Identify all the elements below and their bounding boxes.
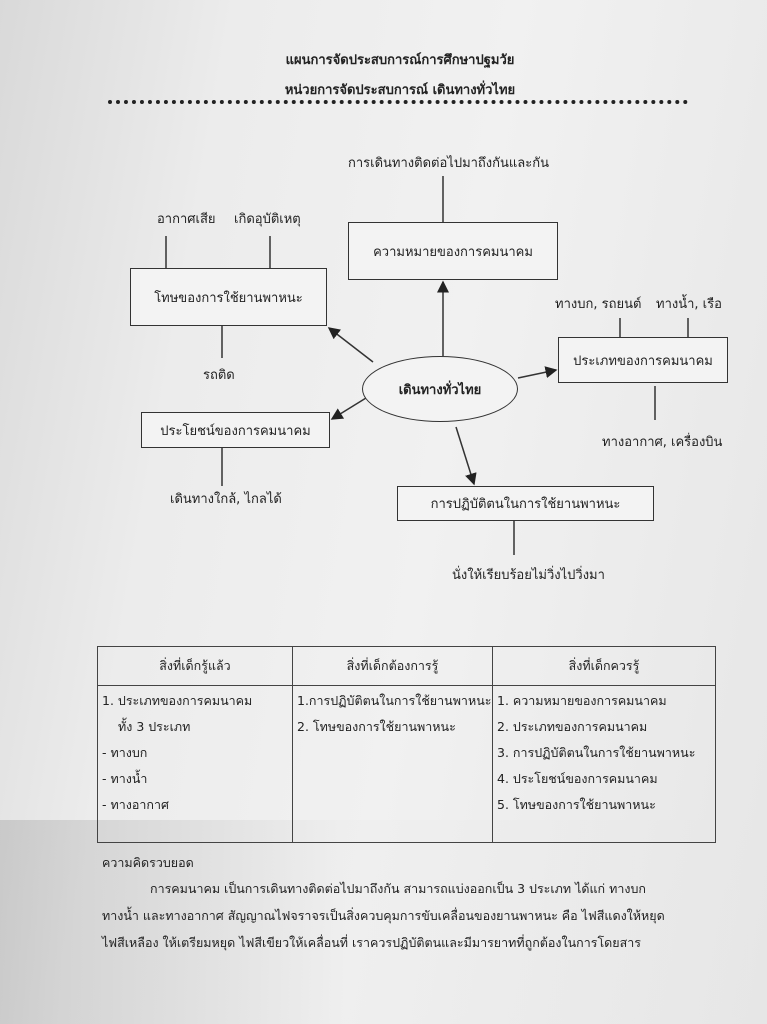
list-item: ทั้ง 3 ประเภท: [118, 719, 191, 734]
header-should-know: สิ่งที่เด็กควรรู้: [492, 646, 716, 686]
list-item: 1. ประเภทของการคมนาคม: [102, 693, 253, 708]
header-want-to-know: สิ่งที่เด็กต้องการรู้: [292, 646, 493, 686]
harm-detail-accident: เกิดอุบัติเหตุ: [234, 212, 301, 227]
conclusion-line: ไฟสีเหลือง ให้เตรียมหยุด ไฟสีเขียวให้เคล…: [102, 935, 641, 950]
dotted-divider: [108, 100, 688, 104]
conclusion-line: ทางน้ำ และทางอากาศ สัญญาณไฟจราจรเป็นสิ่ง…: [102, 908, 665, 923]
knowledge-table: สิ่งที่เด็กรู้แล้ว สิ่งที่เด็กต้องการรู้…: [97, 646, 716, 843]
list-item: - ทางอากาศ: [102, 797, 169, 812]
meaning-box: ความหมายของการคมนาคม: [348, 222, 558, 280]
harm-box: โทษของการใช้ยานพาหนะ: [130, 268, 327, 326]
conclusion-line: การคมนาคม เป็นการเดินทางติดต่อไปมาถึงกัน…: [150, 881, 646, 896]
list-item: 1. ความหมายของการคมนาคม: [497, 693, 667, 708]
document-title: แผนการจัดประสบการณ์การศึกษาปฐมวัย: [285, 53, 515, 68]
header-known: สิ่งที่เด็กรู้แล้ว: [97, 646, 293, 686]
list-item: 2. ประเภทของการคมนาคม: [497, 719, 648, 734]
conduct-box: การปฏิบัติตนในการใช้ยานพาหนะ: [397, 486, 654, 521]
table-header-row: สิ่งที่เด็กรู้แล้ว สิ่งที่เด็กต้องการรู้…: [97, 646, 716, 686]
table-row: 1. ประเภทของการคมนาคม ทั้ง 3 ประเภท - ทา…: [97, 685, 716, 843]
list-item: 1.การปฏิบัติตนในการใช้ยานพาหนะ: [297, 693, 492, 708]
list-item: - ทางบก: [102, 745, 148, 760]
benefit-detail: เดินทางใกล้, ไกลได้: [170, 492, 282, 507]
cell-known: 1. ประเภทของการคมนาคม ทั้ง 3 ประเภท - ทา…: [97, 685, 293, 843]
meaning-detail: การเดินทางติดต่อไปมาถึงกันและกัน: [348, 156, 549, 171]
list-item: - ทางน้ำ: [102, 771, 148, 786]
document-subtitle: หน่วยการจัดประสบการณ์ เดินทางทั่วไทย: [284, 83, 516, 98]
harm-detail-traffic: รถติด: [203, 368, 235, 383]
types-detail-water: ทางน้ำ, เรือ: [656, 297, 722, 312]
harm-detail-pollution: อากาศเสีย: [157, 212, 216, 227]
list-item: 2. โทษของการใช้ยานพาหนะ: [297, 719, 456, 734]
types-detail-land: ทางบก, รถยนต์: [555, 297, 642, 312]
types-detail-air: ทางอากาศ, เครื่องบิน: [602, 435, 723, 450]
list-item: 4. ประโยชน์ของการคมนาคม: [497, 771, 658, 786]
conclusion-heading: ความคิดรวบยอด: [102, 855, 194, 870]
list-item: 3. การปฏิบัติตนในการใช้ยานพาหนะ: [497, 745, 696, 760]
conduct-detail: นั่งให้เรียบร้อยไม่วิ่งไปวิ่งมา: [452, 568, 605, 583]
list-item: 5. โทษของการใช้ยานพาหนะ: [497, 797, 656, 812]
types-box: ประเภทของการคมนาคม: [558, 337, 728, 383]
center-topic: เดินทางทั่วไทย: [362, 356, 518, 422]
photo-shadow: [0, 820, 767, 1024]
cell-want-to-know: 1.การปฏิบัติตนในการใช้ยานพาหนะ 2. โทษของ…: [292, 685, 493, 843]
cell-should-know: 1. ความหมายของการคมนาคม 2. ประเภทของการค…: [492, 685, 716, 843]
benefit-box: ประโยชน์ของการคมนาคม: [141, 412, 330, 448]
